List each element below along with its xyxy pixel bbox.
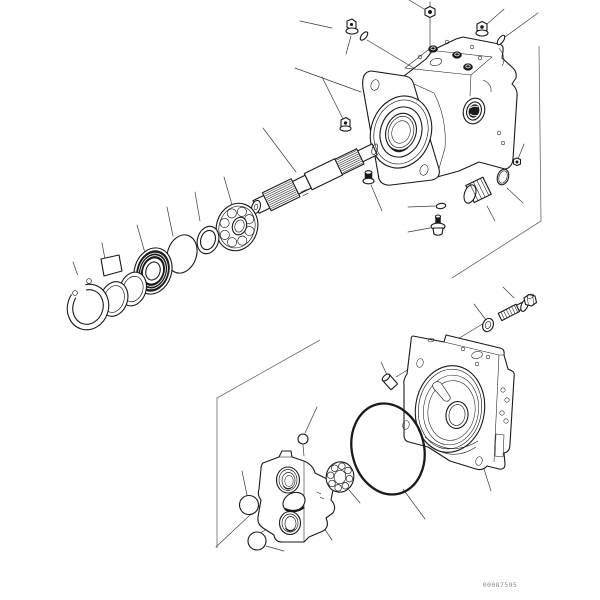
o-ring-top-left <box>359 31 369 41</box>
figure-number: 00087595 <box>483 581 518 589</box>
snap-ring <box>58 272 110 331</box>
spline-hatch-front <box>264 180 299 209</box>
roller-cage-bearing <box>325 461 355 493</box>
o-ring-sleeve <box>496 168 510 186</box>
spacer-ring <box>196 225 220 255</box>
flanged-plug-front <box>362 170 375 185</box>
seal-plate <box>100 254 123 277</box>
deck-holes-icon <box>427 337 491 367</box>
steel-ball-lower <box>247 531 267 551</box>
deck-ports-icon <box>417 39 483 71</box>
relief-plug <box>430 214 446 236</box>
washer <box>481 317 495 333</box>
mounting-bolt <box>497 293 538 322</box>
end-cover <box>402 334 515 471</box>
sleeve <box>463 176 492 204</box>
plug-top-left <box>345 18 359 35</box>
steel-ball-upper <box>238 494 260 516</box>
group-separator-lines <box>216 45 542 548</box>
o-ring-top-right <box>496 34 506 46</box>
socket-plug-top <box>424 5 436 19</box>
mounting-flange <box>362 70 440 186</box>
seal-ring <box>166 234 198 274</box>
side-port-icon <box>462 97 486 125</box>
o-ring-case-bottom <box>435 202 447 210</box>
upper-bushing <box>275 466 301 494</box>
ball-bearing <box>215 202 259 252</box>
o-ring-end-cover <box>350 402 426 496</box>
hex-plug-front <box>339 116 352 132</box>
pump-case <box>362 36 518 186</box>
saddle <box>282 491 306 513</box>
spline-hatch-rear <box>336 150 363 173</box>
valve-face <box>414 365 486 455</box>
lower-bushing <box>278 510 302 536</box>
plug-top-right <box>475 20 489 37</box>
seal-washers <box>99 254 148 317</box>
check-ball <box>297 433 309 445</box>
cradle <box>257 450 336 543</box>
plug-case-right <box>512 157 522 167</box>
shaft-bore <box>369 95 433 169</box>
dowel-pin <box>381 373 398 390</box>
drive-shaft <box>250 143 379 215</box>
